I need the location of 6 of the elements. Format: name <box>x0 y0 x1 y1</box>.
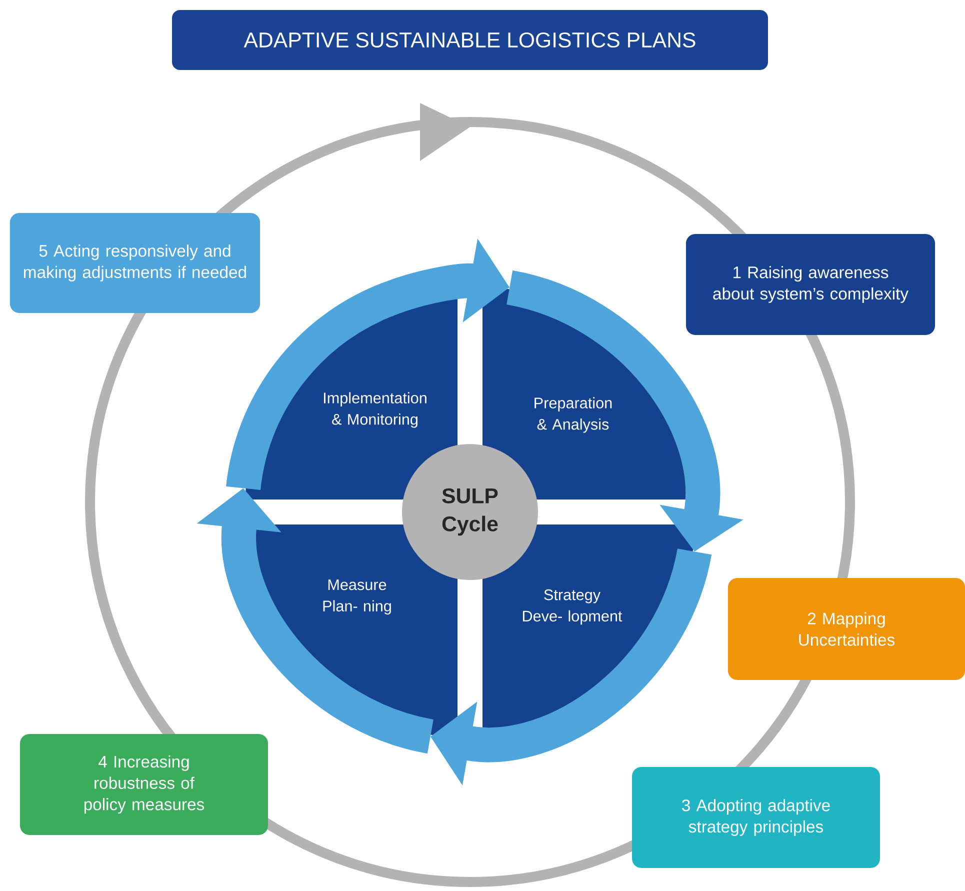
step-box: 1 Raising awareness about system’s complexity <box>686 234 936 336</box>
step-box: 2 Mapping Uncertainties <box>728 578 965 680</box>
step-box: 5 Acting responsively and making adjustments if needed <box>10 212 260 313</box>
step-box: 3 Adopting adaptive strategy principles <box>632 766 880 868</box>
title-banner: ADAPTIVE SUSTAINABLE LOGISTICS PLANS <box>172 10 768 70</box>
step-box: 4 Increasing robustness of policy measures <box>20 734 268 836</box>
